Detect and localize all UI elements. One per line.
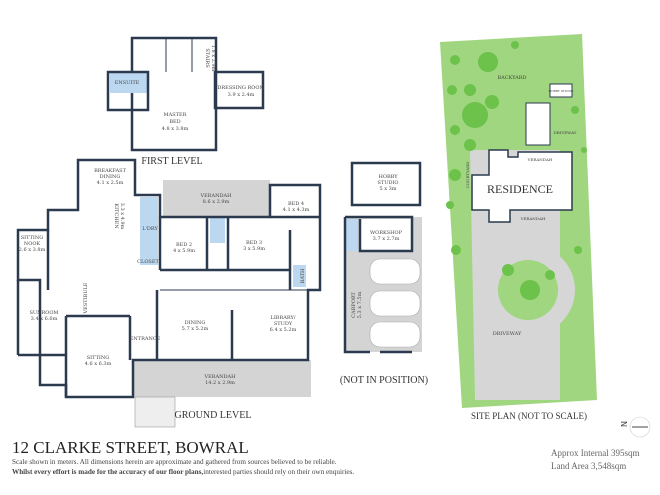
bed3-dims: 3 x 5.9m	[243, 246, 265, 252]
north-arrow-icon: N	[620, 416, 651, 438]
carport-dims: 5.3 x 7.5m	[357, 291, 363, 318]
closet-label: CLOSET	[137, 259, 159, 265]
verandah-front-dims: 14.2 x 2.9m	[205, 380, 235, 386]
carport-label: CARPORT	[351, 292, 357, 318]
stairs-dims: 1.8 x 2.9m	[210, 45, 216, 72]
residence-label: RESIDENCE	[487, 182, 553, 196]
driveway-label: DRIVEWAY	[493, 331, 522, 337]
verandah-front	[133, 360, 311, 397]
disclaimer-line-2: Whilst every effort is made for the accu…	[12, 468, 354, 476]
entrance-label: ENTRANCE	[130, 336, 161, 342]
stairs-label: STAIRS	[204, 48, 210, 68]
verandah-front-label: VERANDAH	[204, 374, 237, 380]
workshop-label: WORKSHOP	[370, 230, 403, 236]
laundry-room	[140, 197, 158, 265]
first-level-plan: ENSUITE MASTER BED 4.8 x 3.8m DRESSING R…	[106, 36, 265, 167]
verandah-top	[163, 180, 270, 217]
internal-area: Approx Internal 395sqm	[551, 448, 640, 458]
bed4-label: BED 4	[288, 201, 304, 207]
disclaimer-rest: interested parties should rely on their …	[203, 468, 355, 476]
kitchen-dims: 3.3 x 4.9m	[119, 203, 125, 230]
dressing-room-label: DRESSING ROOM	[217, 85, 264, 91]
breakfast-label-2: DINING	[100, 174, 121, 180]
workshop	[360, 219, 412, 251]
dining-dims: 5.7 x 5.2m	[182, 326, 209, 332]
bed2-dims: 4 x 5.9m	[173, 248, 195, 254]
library-label-2: STUDY	[274, 321, 293, 327]
outbuildings-plan: HOBBY STUDIO 5 x 3m WORKSHOP 3.7 x 2.7m …	[340, 161, 428, 386]
car-icon	[369, 321, 421, 348]
car-icon	[369, 290, 421, 317]
hobby-dims: 5 x 3m	[379, 186, 396, 192]
car-icons	[369, 258, 421, 348]
first-level-heading: FIRST LEVEL	[141, 156, 202, 167]
ground-level-plan: BREAKFAST DINING 4.1 x 2.5m KITCHEN 3.3 …	[16, 158, 322, 428]
site-verandah-front: VERANDAH	[520, 216, 546, 221]
courtyard-label: COURTYARD	[465, 162, 470, 189]
breakfast-dims: 4.1 x 2.5m	[97, 180, 124, 186]
laundry-label: L'DRY	[142, 226, 158, 232]
front-steps	[134, 396, 176, 428]
library-label: LIBRARY/	[271, 315, 296, 321]
disclaimer-line-1: Scale shown in meters. All dimensions he…	[12, 458, 337, 466]
master-bed-label: MASTER	[164, 112, 187, 118]
site-plan-caption: SITE PLAN (NOT TO SCALE)	[471, 411, 587, 421]
sunroom-label: SUNROOM	[29, 310, 58, 316]
hobby-label: HOBBY	[378, 174, 398, 180]
site-carport	[525, 102, 551, 146]
dressing-room	[213, 70, 265, 110]
vestibule-label: VESTIBULE	[83, 282, 89, 314]
hobby-studio	[350, 161, 422, 207]
kitchen-label: KITCHEN	[113, 203, 119, 229]
sitting-nook-label: SITTING	[21, 235, 44, 241]
disclaimer-bold: Whilst every effort is made for the accu…	[12, 468, 204, 476]
master-bed-dims: 4.8 x 3.8m	[162, 126, 189, 132]
bath-label: BATH	[300, 268, 306, 283]
site-plan: HOBBY STUDIO RESIDENCE BACKYARD DRIVEWAY…	[440, 34, 597, 421]
bed2-label: BED 2	[176, 242, 192, 248]
site-verandah-rear: VERANDAH	[527, 157, 553, 162]
not-in-position-note: (NOT IN POSITION)	[340, 375, 428, 386]
backyard-label: BACKYARD	[497, 75, 526, 81]
site-hobby-studio-label: HOBBY STUDIO	[548, 89, 574, 93]
ensuite-room	[110, 73, 147, 93]
sunroom-dims: 3.4 x 6.6m	[31, 316, 58, 322]
driveway-top-label: DRIVEWAY	[554, 130, 577, 135]
bed3-label: BED 3	[246, 240, 262, 246]
car-icon	[369, 258, 421, 285]
bath-room	[293, 265, 306, 287]
dining-label: DINING	[185, 320, 206, 326]
master-bed-label-2: BED	[169, 119, 180, 125]
site-hobby-studio	[549, 83, 573, 98]
verandah-top-dims: 8.6 x 2.9m	[203, 199, 230, 205]
workshop-dims: 3.7 x 2.7m	[373, 236, 400, 242]
sitting-nook-label-2: NOOK	[24, 241, 41, 247]
library-dims: 6.4 x 5.2m	[270, 327, 297, 333]
sitting-dims: 4.6 x 6.3m	[85, 361, 112, 367]
land-area: Land Area 3,548sqm	[551, 461, 627, 471]
verandah-top-label: VERANDAH	[200, 193, 233, 199]
hobby-label-2: STUDIO	[377, 180, 398, 186]
ensuite-label: ENSUITE	[115, 80, 140, 86]
sitting-nook-dims: 2.6 x 3.8m	[19, 247, 46, 253]
ground-level-heading: GROUND LEVEL	[175, 410, 252, 421]
tree-icons	[446, 41, 587, 300]
breakfast-label: BREAKFAST	[94, 168, 127, 174]
north-label: N	[620, 421, 629, 427]
dressing-room-dims: 3.9 x 2.4m	[228, 92, 255, 98]
residence-footprint	[471, 149, 573, 223]
sitting-label: SITTING	[87, 355, 110, 361]
bed4-dims: 4.1 x 4.3m	[283, 207, 310, 213]
ground-level-walls	[16, 158, 322, 399]
property-address: 12 CLARKE STREET, BOWRAL	[12, 438, 249, 457]
